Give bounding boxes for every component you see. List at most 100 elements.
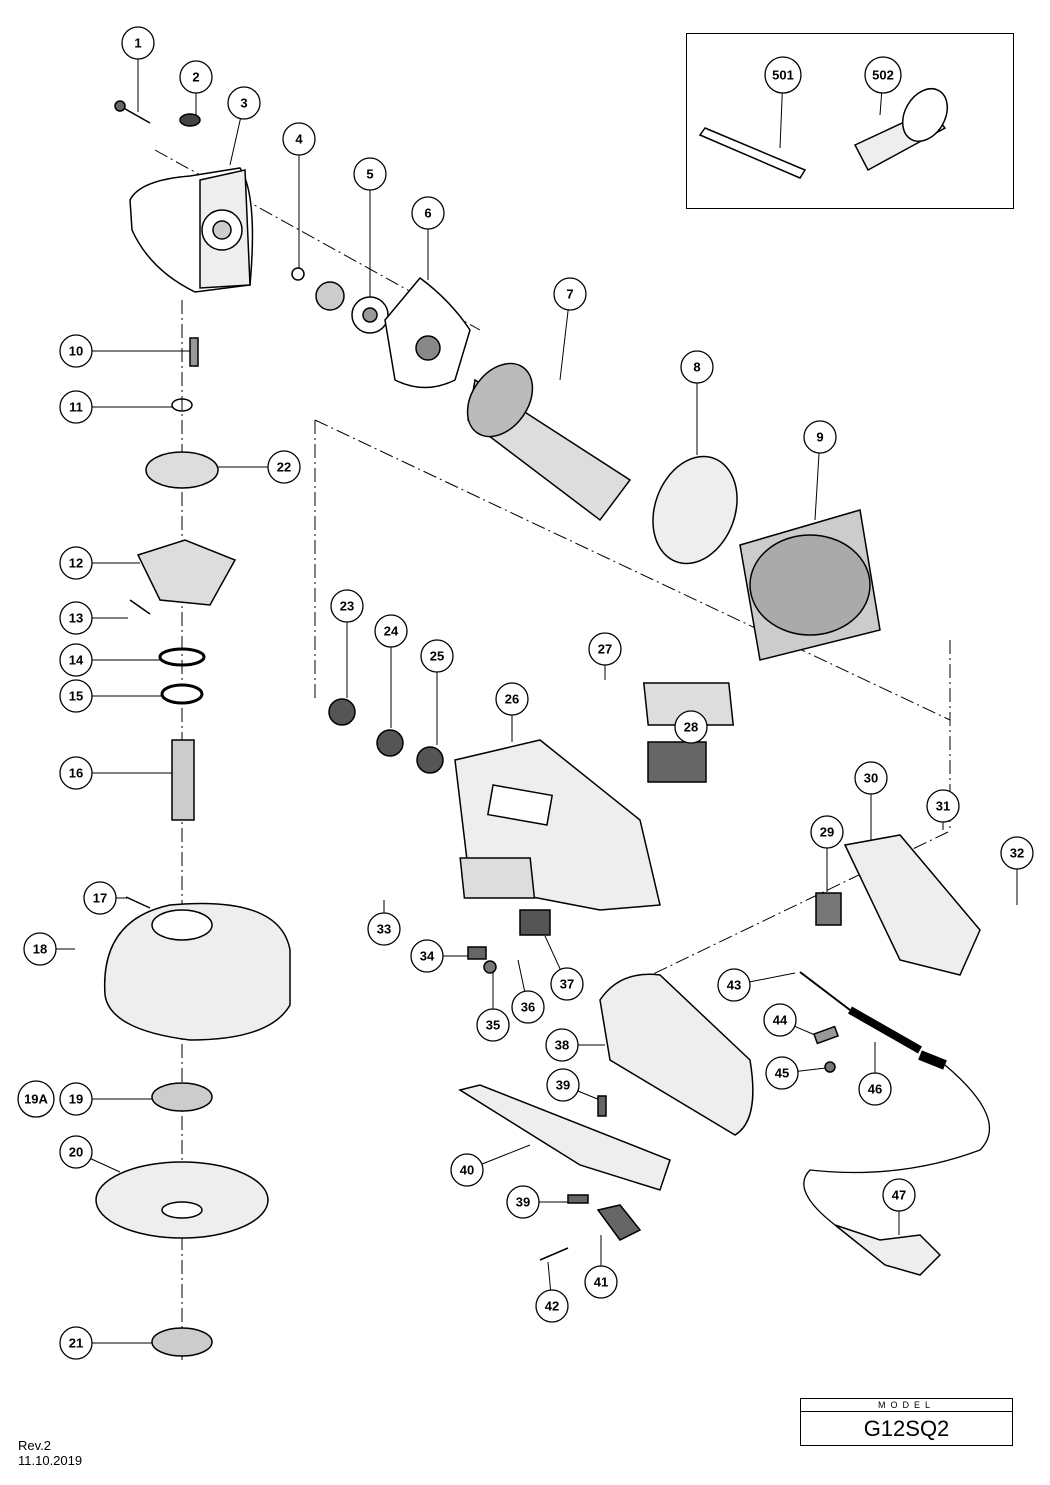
callout-circle [59,679,93,713]
callout-circle [59,756,93,790]
callout-circle [227,86,261,120]
callout-18: 18 [23,932,57,966]
leader-line-501 [779,92,783,149]
callout-21: 21 [59,1326,93,1360]
callout-label: 20 [69,1145,83,1160]
callout-circle [535,1289,569,1323]
callout-circle [864,56,902,94]
callout-label: 40 [460,1163,474,1178]
callout-circle [763,1003,797,1037]
callout-label: 41 [594,1275,608,1290]
callout-26: 26 [495,682,529,716]
callout-4: 4 [282,122,316,156]
callout-label: 34 [420,949,435,964]
callout-label: 5 [366,167,373,182]
callout-label: 10 [69,344,83,359]
callout-label: 45 [775,1066,789,1081]
callout-label: 502 [872,68,894,83]
callout-label: 9 [816,430,823,445]
callout-circle [411,196,445,230]
callout-45: 45 [765,1056,799,1090]
callout-35: 35 [476,1008,510,1042]
callout-circle [854,761,888,795]
callout-38: 38 [545,1028,579,1062]
leader-line-40 [481,1144,531,1165]
callout-circle [1000,836,1034,870]
callout-46: 46 [858,1072,892,1106]
callout-41: 41 [584,1265,618,1299]
callout-label: 33 [377,922,391,937]
callout-label: 14 [69,653,84,668]
callout-label: 1 [134,36,141,51]
callout-47: 47 [882,1178,916,1212]
callout-17: 17 [83,881,117,915]
callout-circle [59,1326,93,1360]
callout-label: 30 [864,771,878,786]
callout-43: 43 [717,968,751,1002]
callout-circle [546,1068,580,1102]
callout-label: 2 [192,70,199,85]
callout-circle [267,450,301,484]
callout-circle [59,601,93,635]
callout-label: 36 [521,1000,535,1015]
callout-36: 36 [511,990,545,1024]
callout-501: 501 [764,56,802,94]
plug-sketch [834,1224,942,1276]
callout-label: 24 [384,624,399,639]
callout-label: 11 [69,400,83,415]
callout-label: 3 [240,96,247,111]
callout-label: 35 [486,1018,500,1033]
callout-42: 42 [535,1289,569,1323]
callout-circle [121,26,155,60]
callout-6: 6 [411,196,445,230]
callout-19: 19 [59,1082,93,1116]
callout-circle [59,390,93,424]
callout-label: 17 [93,891,107,906]
callout-circle [420,639,454,673]
callout-8: 8 [680,350,714,384]
callout-label: 39 [556,1078,570,1093]
callout-circle [545,1028,579,1062]
callout-31: 31 [926,789,960,823]
callout-44: 44 [763,1003,797,1037]
part-sketches [95,88,990,1357]
handle-cover-sketch [843,834,981,976]
callout-circle [764,56,802,94]
callout-circle [882,1178,916,1212]
callout-circle [810,815,844,849]
callout-circle [59,1135,93,1169]
leader-line-39 [577,1090,601,1101]
revision-number: Rev.2 [18,1438,51,1453]
model-number: G12SQ2 [863,1416,950,1441]
callout-circle [59,643,93,677]
callout-circle [511,990,545,1024]
callout-circle [680,350,714,384]
callout-3: 3 [227,86,261,120]
leader-lines [56,59,1018,1344]
callout-label: 21 [69,1336,83,1351]
callout-24: 24 [374,614,408,648]
callout-circle [476,1008,510,1042]
callout-16: 16 [59,756,93,790]
callout-7: 7 [553,277,587,311]
callout-circle [765,1056,799,1090]
callout-14: 14 [59,643,93,677]
callout-27: 27 [588,632,622,666]
accessory-panel [686,33,1014,209]
callout-circle [674,710,708,744]
leader-line-43 [749,972,796,983]
callout-label: 22 [277,460,291,475]
callout-label: 44 [773,1013,788,1028]
callout-23: 23 [330,589,364,623]
callout-label: 32 [1010,846,1024,861]
part-callouts: 1234567891011121314151617181919A20212223… [17,26,1034,1360]
callout-label: 29 [820,825,834,840]
callout-circle [553,277,587,311]
callout-13: 13 [59,601,93,635]
wheel-guard-sketch [103,902,291,1041]
power-cord-sketch [803,1064,990,1226]
callout-label: 23 [340,599,354,614]
model-caption: MODEL [801,1399,1012,1412]
callout-label: 16 [69,766,83,781]
callout-circle [282,122,316,156]
